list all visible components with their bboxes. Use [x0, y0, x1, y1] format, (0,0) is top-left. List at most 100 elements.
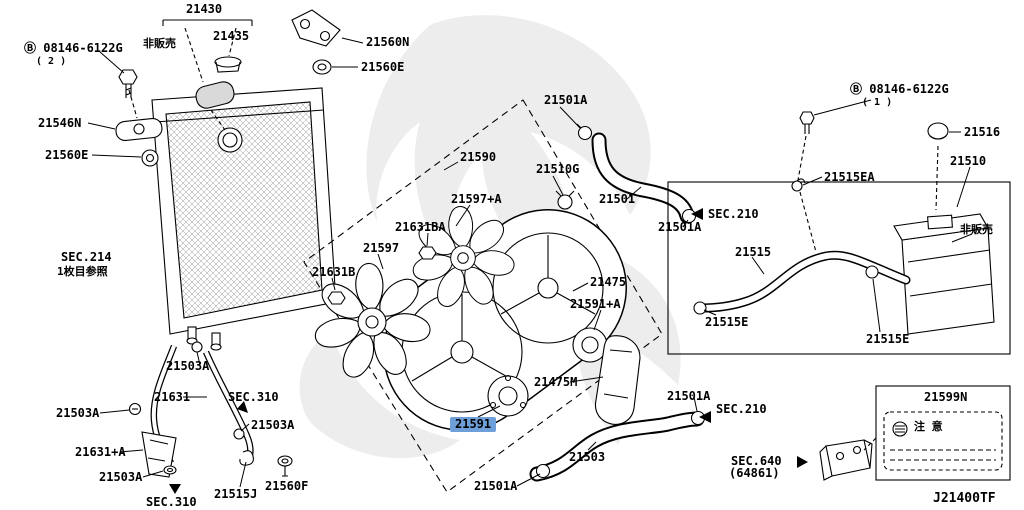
part-label-21631B[interactable]: 21631B [312, 265, 356, 279]
leader-lines [87, 37, 973, 488]
nonsale-sticker [195, 81, 235, 109]
bracket-21475M [594, 335, 641, 425]
part-label-21560F[interactable]: 21560F [265, 479, 309, 493]
part-label-21631A[interactable]: 21631+A [75, 445, 126, 459]
clamp-21515E-right [865, 265, 879, 279]
sec640-arrow [797, 456, 808, 468]
part-label-21503A-3[interactable]: 21503A [251, 418, 295, 432]
part-label-21515EA[interactable]: 21515EA [824, 170, 875, 184]
fan-shroud-21475 [383, 209, 627, 431]
grommet-21560F [277, 455, 293, 477]
part-label-21430[interactable]: 21430 [186, 2, 223, 16]
part-label-21597A[interactable]: 21597+A [451, 192, 502, 206]
bracket-21631A [141, 431, 177, 478]
part-label-21503A-4[interactable]: 21503A [99, 470, 143, 484]
grommet-21560E-left [141, 149, 159, 167]
sec-ref-310-2[interactable]: SEC.310 [146, 495, 197, 509]
part-label-21503A-2[interactable]: 21503A [56, 406, 100, 420]
qty-note-left: ( 2 ) [36, 56, 67, 67]
part-label-21590[interactable]: 21590 [460, 150, 497, 164]
qty-note-right: ( 1 ) [862, 97, 893, 108]
part-label-21510[interactable]: 21510 [950, 154, 987, 168]
cap-21516 [927, 122, 949, 140]
part-label-21591-selected[interactable]: 21591 [450, 417, 497, 432]
bracket-21546N [115, 117, 163, 142]
grommet-21560E-right [312, 59, 332, 75]
part-label-08146-6122G-right[interactable]: Ⓑ 08146-6122G [850, 82, 949, 96]
part-label-21515E-1[interactable]: 21515E [705, 315, 749, 329]
part-label-21631BA[interactable]: 21631BA [395, 220, 446, 234]
sec-ref-310-1[interactable]: SEC.310 [228, 390, 279, 404]
bracket-21560N [291, 9, 341, 47]
part-label-21560N[interactable]: 21560N [366, 35, 410, 49]
fan-21597A [410, 206, 517, 312]
part-label-21546N[interactable]: 21546N [38, 116, 82, 130]
washer-21503A-4 [163, 465, 177, 475]
fan-motor-21591 [487, 374, 529, 417]
part-label-21631[interactable]: 21631 [154, 390, 191, 404]
clip-21503A-2 [128, 402, 142, 416]
caution-plate-box-21599N [875, 385, 1011, 481]
part-label-21501A-3[interactable]: 21501A [474, 479, 518, 493]
clamp-21501A-bottom [535, 463, 551, 479]
part-label-21515[interactable]: 21515 [735, 245, 772, 259]
part-label-21591A[interactable]: 21591+A [570, 297, 621, 311]
sec-ref-210-1[interactable]: SEC.210 [708, 207, 759, 221]
sec310-arrow-lower [169, 484, 181, 494]
reservoir-tank-21510 [893, 213, 995, 335]
clamp-21501A-top [576, 123, 593, 141]
part-label-21515E-2[interactable]: 21515E [866, 332, 910, 346]
bracket-sec640 [819, 439, 873, 481]
part-label-21501A-2[interactable]: 21501A [658, 220, 702, 234]
part-label-21516[interactable]: 21516 [964, 125, 1001, 139]
part-label-21501A-4[interactable]: 21501A [667, 389, 711, 403]
clamp-21515E-left [693, 301, 707, 315]
sec210-arrow-lower [699, 411, 711, 423]
part-label-21515J[interactable]: 21515J [214, 487, 258, 501]
part-label-21475M[interactable]: 21475M [534, 375, 578, 389]
section-arrows [169, 208, 808, 494]
bolt-08146-left [118, 69, 138, 98]
clip-21503A-1 [191, 341, 203, 353]
note-not-sold-left: 非販売 [143, 37, 176, 50]
bolt-08146-right [799, 111, 815, 134]
part-label-08146-6122G-left[interactable]: Ⓑ 08146-6122G [24, 41, 123, 55]
sec-ref-214[interactable]: SEC.214 [61, 250, 112, 264]
reservoir-section-box [667, 181, 1011, 355]
fan-motor-21591A [572, 327, 608, 363]
hose-21515 [696, 250, 911, 313]
clip-21515EA [791, 178, 806, 192]
part-label-21560E-1[interactable]: 21560E [45, 148, 89, 162]
part-label-21475[interactable]: 21475 [590, 275, 627, 289]
nut-21631B [327, 291, 346, 305]
part-label-21599N[interactable]: 21599N [924, 390, 968, 404]
part-label-21503[interactable]: 21503 [569, 450, 606, 464]
radiator-cap-21435 [214, 56, 242, 73]
sec-ref-210-2[interactable]: SEC.210 [716, 402, 767, 416]
part-label-21503A-1[interactable]: 21503A [166, 359, 210, 373]
dashed-leaders [128, 27, 939, 451]
part-label-21510G[interactable]: 21510G [536, 162, 580, 176]
sec210-arrow-upper [691, 208, 703, 220]
hose-21501 [591, 132, 695, 224]
part-label-21501[interactable]: 21501 [599, 192, 636, 206]
note-caution: 注 意 [914, 420, 943, 433]
sec310-arrow-upper [237, 401, 248, 413]
note-not-sold-right: 非販売 [960, 223, 993, 236]
sec-ref-640[interactable]: SEC.640 [731, 454, 782, 468]
nut-21631BA [418, 246, 437, 260]
clip-21515J [239, 450, 254, 466]
part-label-21560E-2[interactable]: 21560E [361, 60, 405, 74]
hose-21503 [529, 411, 705, 482]
diagram-code: J21400TF [933, 491, 996, 506]
clip-21503A-3 [233, 428, 245, 440]
part-label-21501A-1[interactable]: 21501A [544, 93, 588, 107]
part-label-64861[interactable]: (64861) [729, 466, 780, 480]
radiator [151, 87, 337, 351]
note-see-sheet1: 1枚目参照 [57, 265, 108, 278]
bracket-21430-group [162, 19, 253, 26]
part-label-21435[interactable]: 21435 [213, 29, 250, 43]
part-label-21597[interactable]: 21597 [363, 241, 400, 255]
